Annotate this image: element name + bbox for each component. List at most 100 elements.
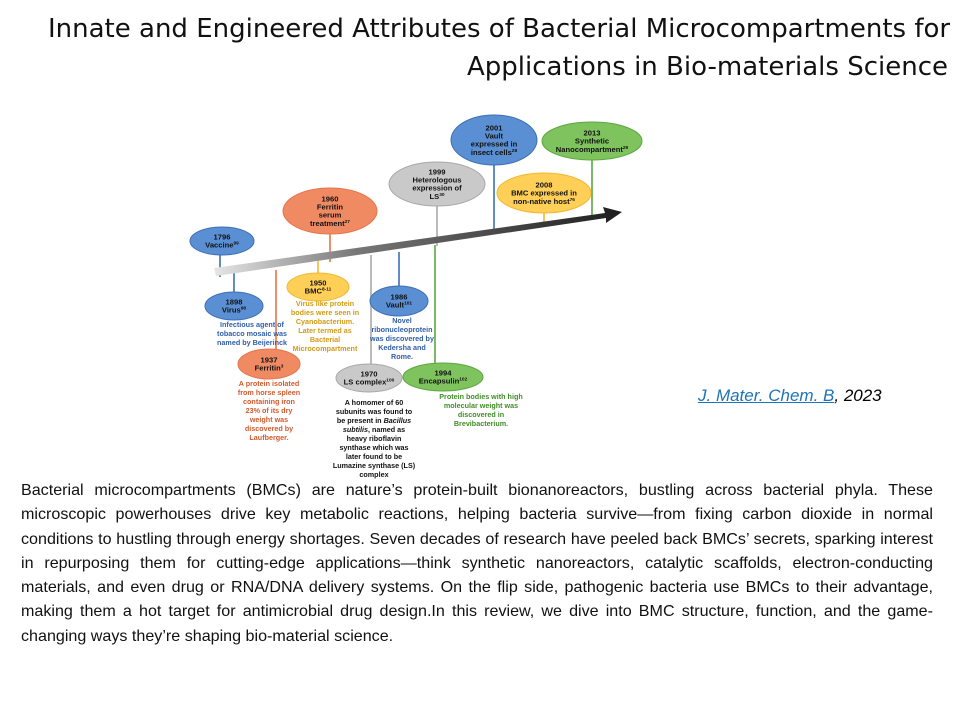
- citation-year: 2023: [843, 386, 882, 405]
- event-label: non-native host76: [513, 197, 575, 206]
- citation: J. Mater. Chem. B, 2023: [698, 386, 882, 406]
- event-label: Nanocompartment29: [556, 145, 629, 154]
- event-label: BMC8-11: [305, 287, 332, 296]
- description-line: Brevibacterium.: [454, 419, 508, 428]
- event-label: expression of: [412, 184, 462, 193]
- description-line: ribonucleoprotein: [371, 325, 432, 334]
- event-label: Virus98: [222, 306, 247, 315]
- event-label: Vault: [485, 132, 504, 141]
- description-line: A protein isolated: [239, 379, 299, 388]
- event-label: Synthetic: [575, 137, 609, 146]
- event-year: 1950: [310, 279, 327, 288]
- description-line: A homomer of 60: [345, 398, 403, 407]
- event-year: 1960: [322, 194, 339, 203]
- description-line: be present in Bacillus: [337, 416, 411, 425]
- description-line: later found to be: [346, 452, 402, 461]
- description-line: from horse spleen: [238, 388, 300, 397]
- event-year: 2008: [536, 180, 553, 189]
- event-reference: 76: [570, 197, 576, 203]
- event-bubble-1994: [402, 362, 484, 392]
- event-label: Encapsulin102: [419, 377, 468, 386]
- description-line: Novel: [392, 316, 412, 325]
- description-line: Cyanobacterium.: [296, 317, 354, 326]
- event-reference: 30: [439, 192, 445, 198]
- event-year: 1937: [261, 356, 278, 365]
- event-label: Ferritin3: [255, 364, 284, 373]
- connector-lines: [219, 160, 593, 364]
- event-bubble-1999: [388, 161, 486, 207]
- event-reference: 102: [459, 377, 467, 383]
- timeline-arrow: [214, 207, 622, 276]
- event-reference: 99: [233, 241, 239, 247]
- citation-separator: ,: [834, 386, 844, 405]
- event-label: Heterologous: [413, 176, 462, 185]
- event-reference: 100: [386, 378, 394, 384]
- description-line: weight was: [249, 415, 288, 424]
- description-line: molecular weight was: [444, 401, 518, 410]
- event-bubble-2008: [496, 172, 592, 214]
- description-line: Microcompartment: [293, 344, 358, 353]
- event-bubble-2001: [450, 114, 538, 166]
- event-bubble-1960: [282, 187, 378, 235]
- description-line: Bacterial: [310, 335, 340, 344]
- event-bubble-1937: [237, 348, 301, 380]
- event-year: 2001: [486, 123, 504, 132]
- event-reference: 8-11: [322, 287, 332, 293]
- event-bubble-1970: [335, 363, 403, 393]
- event-year: 1999: [429, 167, 446, 176]
- description-line: Infectious agent of: [220, 320, 284, 329]
- event-bubble-2013: [541, 121, 643, 161]
- abstract-text: Bacterial microcompartments (BMCs) are n…: [21, 481, 933, 645]
- event-label: LS30: [429, 192, 444, 201]
- title-line-1: Innate and Engineered Attributes of Bact…: [48, 14, 951, 44]
- description-line: bodies were seen in: [291, 308, 359, 317]
- event-bubble-1796: [189, 226, 255, 256]
- title-line-2: Applications in Bio-materials Science: [467, 52, 948, 82]
- description-line: heavy riboflavin: [347, 434, 402, 443]
- description-line: discovered in: [458, 410, 504, 419]
- event-label: expressed in: [471, 140, 518, 149]
- description-line: Virus like protein: [296, 299, 354, 308]
- description-line: subunits was found to: [336, 407, 413, 416]
- slide-title: Innate and Engineered Attributes of Bact…: [48, 10, 951, 86]
- event-label: Ferritin: [317, 203, 344, 212]
- event-year: 1994: [435, 369, 453, 378]
- description-line: tobacco mosaic was: [217, 329, 287, 338]
- description-line: 23% of its dry: [246, 406, 293, 415]
- event-reference: 3: [281, 364, 284, 370]
- event-year: 2013: [584, 128, 601, 137]
- event-label: Vaccine99: [205, 241, 239, 250]
- event-reference: 101: [404, 301, 412, 307]
- description-line: Laufberger.: [249, 433, 288, 442]
- journal-link[interactable]: J. Mater. Chem. B: [698, 386, 835, 405]
- event-bubble-1986: [369, 285, 429, 317]
- description-line: Lumazine synthase (LS): [333, 461, 416, 470]
- event-reference: 28: [512, 148, 518, 154]
- description-line: subtilis, named as: [343, 425, 405, 434]
- event-label: serum: [319, 211, 342, 220]
- description-line: named by Beijerinck: [217, 338, 287, 347]
- event-label: LS complex100: [344, 378, 395, 387]
- description-line: Kedersha and: [378, 343, 426, 352]
- event-year: 1898: [226, 298, 243, 307]
- event-label: Vault101: [386, 301, 412, 310]
- description-line: complex: [359, 470, 388, 479]
- description-line: synthase which was: [339, 443, 408, 452]
- description-line: containing iron: [243, 397, 295, 406]
